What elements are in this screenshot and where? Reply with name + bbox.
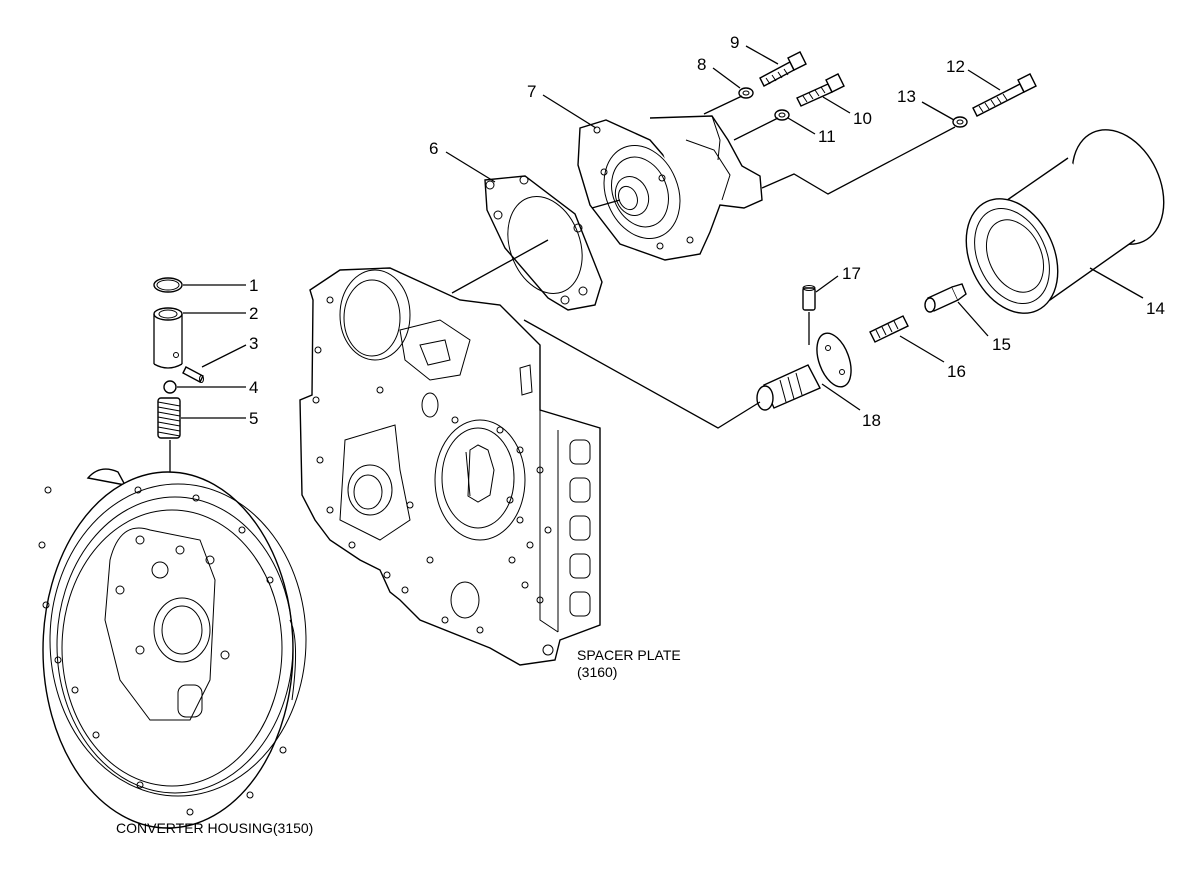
part-13-washer: [952, 116, 968, 128]
callout-16: 16: [947, 362, 966, 381]
callout-9: 9: [730, 33, 739, 52]
part-17-pin: [802, 285, 816, 311]
callout-15: 15: [992, 335, 1011, 354]
spacer-plate-code: (3160): [577, 664, 617, 680]
part-10-bolt: [796, 73, 845, 107]
part-1-o-ring: [153, 277, 183, 293]
part-5-spring: [157, 397, 181, 439]
callout-17: 17: [842, 264, 861, 283]
assembly-lines: [451, 95, 956, 429]
converter-housing: [38, 468, 307, 829]
callout-13: 13: [897, 87, 916, 106]
part-18-valve: [756, 332, 852, 411]
callout-10: 10: [853, 109, 872, 128]
part-2-sleeve: [153, 307, 183, 369]
part-4-ball: [163, 380, 177, 394]
callout-numbers: 1 2 3 4 5 6 7 8 9 10 11 12 13 14 15 16 1…: [249, 33, 1165, 430]
part-15-fitting: [924, 283, 967, 313]
callout-8: 8: [697, 55, 706, 74]
callout-1: 1: [249, 276, 258, 295]
part-9-bolt: [759, 51, 807, 87]
callout-18: 18: [862, 411, 881, 430]
callout-2: 2: [249, 304, 258, 323]
callout-12: 12: [946, 57, 965, 76]
callout-7: 7: [527, 82, 536, 101]
part-3-pin: [182, 366, 204, 383]
part-8-washer: [738, 87, 754, 99]
spacer-plate: [299, 267, 601, 666]
callout-11: 11: [818, 127, 836, 146]
part-7-pump: [577, 115, 763, 261]
part-12-bolt: [972, 73, 1037, 117]
callout-4: 4: [249, 378, 258, 397]
callout-6: 6: [429, 139, 438, 158]
leader-lines: [177, 45, 1144, 419]
converter-housing-caption: CONVERTER HOUSING(3150): [116, 820, 313, 836]
callout-5: 5: [249, 409, 258, 428]
spacer-plate-caption: SPACER PLATE: [577, 647, 681, 663]
callout-3: 3: [249, 334, 258, 353]
part-16-spring: [869, 315, 909, 343]
part-11-washer: [774, 109, 790, 121]
callout-14: 14: [1146, 299, 1165, 318]
part-14-filter: [965, 129, 1165, 314]
